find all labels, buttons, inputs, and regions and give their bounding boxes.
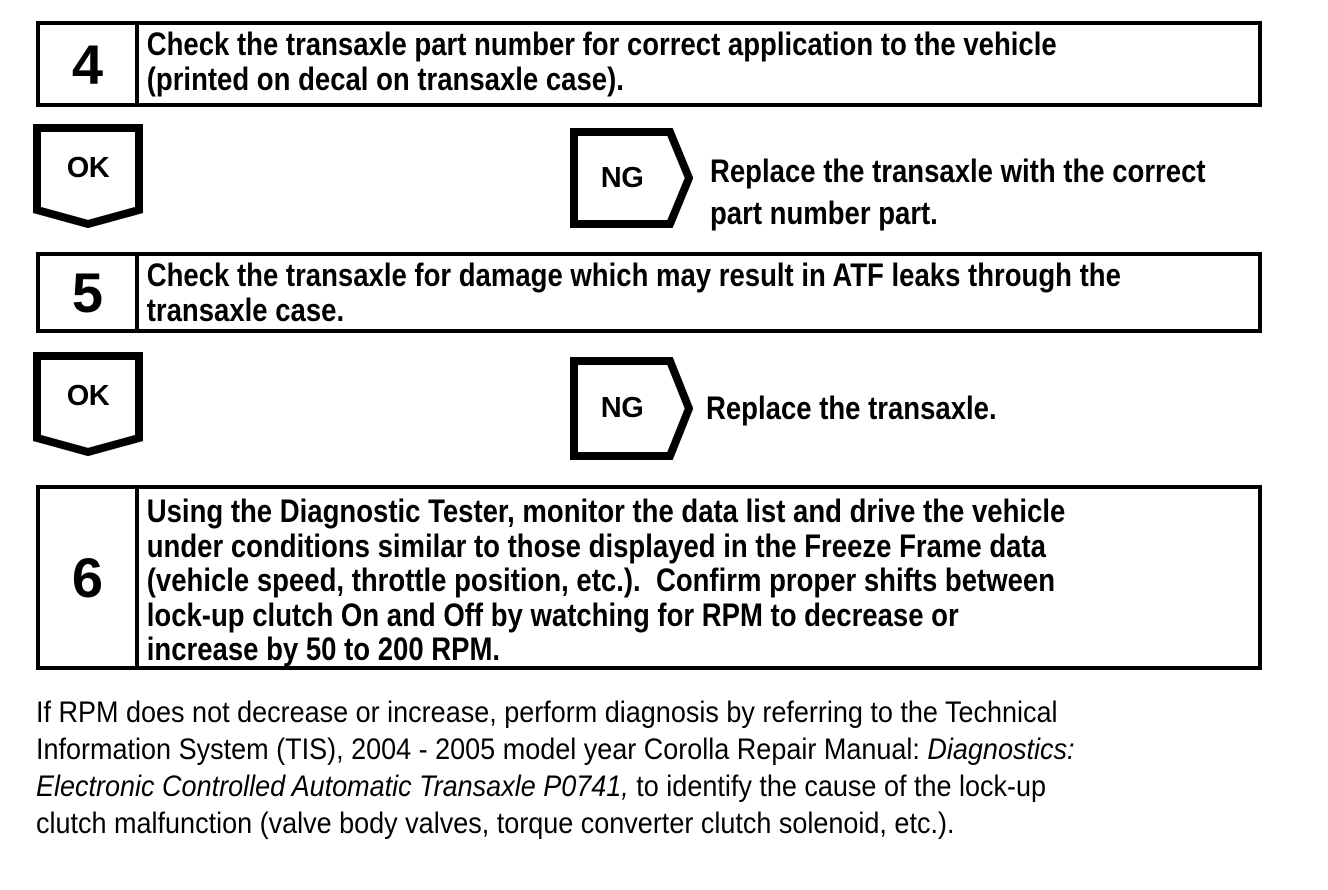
ng-arrow-step-5: NG: [570, 357, 693, 460]
text-line: lock-up clutch On and Off by watching fo…: [146, 596, 959, 633]
ng-label: NG: [600, 392, 644, 424]
ng-result-step-5: Replace the transaxle.: [706, 387, 997, 429]
text-line: Electronic Controlled Automatic Transaxl…: [36, 768, 1074, 805]
text-segment: Information System (TIS), 2004 - 2005 mo…: [36, 733, 928, 766]
ng-arrow-shape: [570, 128, 693, 228]
footer-note: If RPM does not decrease or increase, pe…: [36, 694, 1074, 842]
text-segment: to identify the cause of the lock-up: [628, 770, 1047, 803]
text-segment: clutch malfunction (valve body valves, t…: [36, 807, 955, 840]
step-5-box: 5 Check the transaxle for damage which m…: [36, 252, 1262, 333]
text-line: (printed on decal on transaxle case).: [146, 60, 624, 97]
ok-label: OK: [66, 379, 110, 412]
step-4-box: 4 Check the transaxle part number for co…: [36, 21, 1262, 107]
text-line: Check the transaxle part number for corr…: [146, 26, 1057, 62]
ng-label: NG: [600, 161, 644, 194]
ok-arrow-step-4: OK: [33, 124, 143, 228]
text-line: Using the Diagnostic Tester, monitor the…: [146, 493, 1066, 529]
step-6-number: 6: [40, 489, 139, 666]
step-4-number: 4: [40, 25, 139, 103]
text-line: Replace the transaxle with the correct: [710, 153, 1206, 189]
italic-text-segment: Electronic Controlled Automatic Transaxl…: [36, 770, 629, 803]
text-line: Information System (TIS), 2004 - 2005 mo…: [36, 731, 1074, 768]
italic-text-segment: Diagnostics:: [927, 733, 1075, 766]
ok-banner-shape: [33, 352, 143, 456]
ng-arrow-shape: [570, 357, 693, 460]
step-5-number: 5: [40, 256, 139, 329]
ng-result-step-4: Replace the transaxle with the correct pa…: [710, 150, 1206, 234]
ng-arrow-step-4: NG: [570, 128, 693, 228]
step-4-instruction: Check the transaxle part number for corr…: [139, 25, 1101, 103]
text-line: transaxle case.: [146, 291, 345, 328]
text-line: Replace the transaxle.: [706, 390, 997, 426]
text-line: (vehicle speed, throttle position, etc.)…: [146, 562, 1056, 598]
text-line: clutch malfunction (valve body valves, t…: [36, 805, 1074, 842]
ok-label: OK: [66, 151, 110, 184]
text-line: Check the transaxle for damage which may…: [146, 257, 1121, 293]
text-line: increase by 50 to 200 RPM.: [146, 631, 501, 667]
text-line: If RPM does not decrease or increase, pe…: [36, 694, 1074, 731]
text-segment: If RPM does not decrease or increase, pe…: [36, 696, 1058, 729]
ok-arrow-step-5: OK: [33, 352, 143, 456]
ok-banner-shape: [33, 124, 143, 228]
step-5-instruction: Check the transaxle for damage which may…: [139, 256, 1124, 329]
step-6-box: 6 Using the Diagnostic Tester, monitor t…: [36, 485, 1262, 670]
step-6-instruction: Using the Diagnostic Tester, monitor the…: [139, 489, 1101, 666]
text-line: under conditions similar to those displa…: [146, 527, 1046, 564]
text-line: part number part.: [710, 195, 938, 231]
